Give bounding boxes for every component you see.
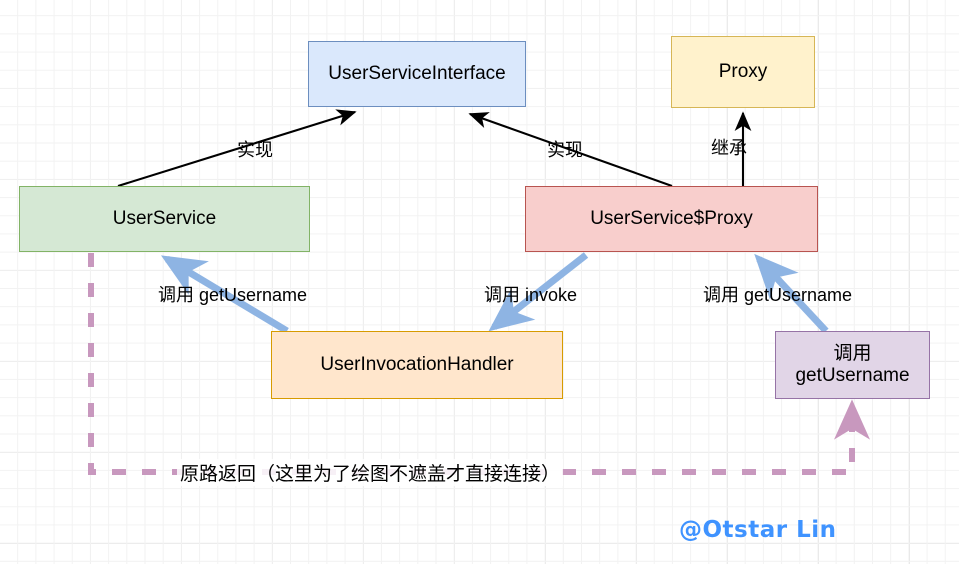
node-user-service-proxy[interactable]: UserService$Proxy — [525, 186, 818, 252]
watermark-author: @Otstar Lin — [679, 517, 837, 543]
node-label: UserService$Proxy — [590, 207, 753, 229]
edge-label-inherit: 继承 — [711, 138, 747, 158]
edge-label-return-path: 原路返回（这里为了绘图不遮盖才直接连接） — [177, 459, 564, 486]
node-label: UserInvocationHandler — [320, 353, 514, 375]
node-call-get-username-box[interactable]: 调用 getUsername — [775, 331, 930, 399]
node-label: UserServiceInterface — [328, 62, 506, 84]
edge-proxy-implements — [468, 112, 673, 187]
node-label: 调用 getUsername — [795, 342, 910, 386]
edge-label-call-get-username-left: 调用 getUsername — [158, 285, 308, 305]
edge-handler-calls-user-service — [160, 255, 289, 335]
node-proxy[interactable]: Proxy — [671, 36, 815, 108]
edge-label-implement-right: 实现 — [547, 140, 583, 160]
edge-user-service-implements — [117, 109, 357, 188]
edge-client-calls-get-username — [754, 253, 829, 334]
node-user-service[interactable]: UserService — [19, 186, 310, 252]
node-user-invocation-handler[interactable]: UserInvocationHandler — [271, 331, 563, 399]
node-label: Proxy — [718, 60, 768, 82]
edge-label-call-invoke: 调用 invoke — [484, 285, 578, 305]
edge-label-call-get-username-right: 调用 getUsername — [703, 285, 853, 305]
edge-proxy-calls-invoke — [488, 252, 589, 332]
edge-label-implement-left: 实现 — [237, 140, 273, 160]
node-user-service-interface[interactable]: UserServiceInterface — [308, 41, 526, 107]
node-label: UserService — [112, 207, 217, 229]
